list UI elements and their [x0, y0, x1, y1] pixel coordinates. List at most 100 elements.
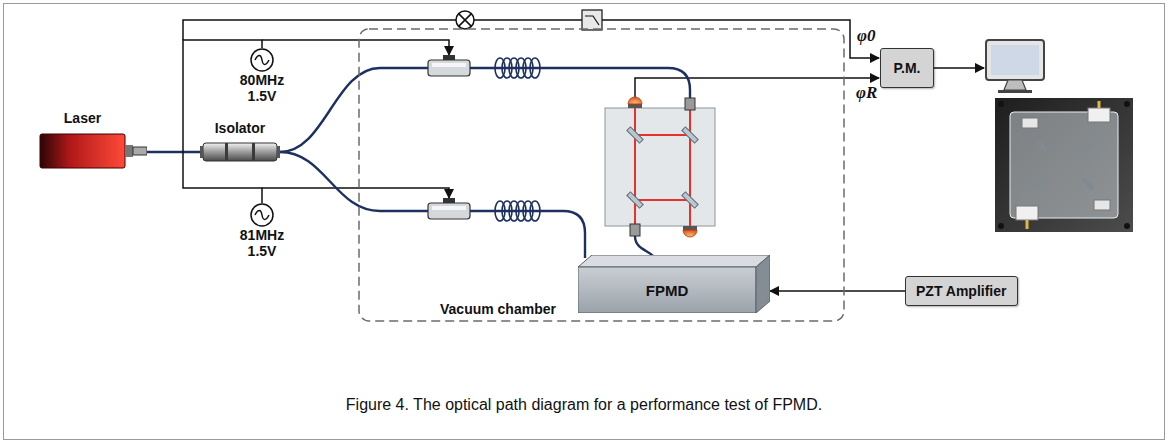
- node-label: FPMD: [578, 267, 756, 313]
- oscillator-symbol: [232, 48, 292, 72]
- oscillator-symbol: [232, 203, 292, 227]
- laser-collimator: [133, 147, 147, 155]
- optical-fiber: [470, 211, 585, 258]
- computer-icon: [998, 90, 1032, 93]
- lowpass-filter: [582, 10, 602, 30]
- device-photo: [1124, 223, 1130, 229]
- node-label: 80MHz 1.5V: [232, 72, 292, 104]
- isolator-band: [225, 143, 228, 161]
- fpmd-block: [578, 267, 756, 313]
- fiber-collimator: [630, 224, 640, 236]
- lowpass-filter: [585, 16, 599, 25]
- beam-splitter: [627, 127, 643, 143]
- interferometer-plate: [605, 108, 715, 226]
- device-photo: [1022, 118, 1038, 128]
- isolator-body: [203, 143, 277, 161]
- optical-fiber: [280, 152, 428, 211]
- computer-icon: [1004, 80, 1026, 90]
- optical-fiber: [147, 151, 200, 153]
- device-photo: [1094, 200, 1110, 210]
- laser-body: [40, 134, 125, 168]
- device-photo: [1124, 101, 1130, 107]
- photodetector: [628, 97, 642, 104]
- chamber-outline: [359, 29, 844, 321]
- optical-isolator: Isolator: [200, 118, 280, 166]
- device-photo: [1082, 140, 1095, 153]
- beam-splitter: [682, 192, 698, 208]
- fiber-coil: [495, 58, 540, 221]
- laser-beam: [635, 106, 690, 228]
- fiber-collimator: [685, 98, 695, 110]
- laser-body: [35, 128, 147, 170]
- photodetector: [628, 104, 642, 108]
- signal-wire: [602, 20, 879, 58]
- signal-wire: [635, 78, 879, 97]
- device-photo: [1016, 206, 1038, 220]
- device-photo: [998, 223, 1004, 229]
- photodetector: [683, 230, 697, 237]
- device-photo: [1010, 112, 1118, 218]
- lowpass-filter: [582, 10, 602, 30]
- laser-beam: [634, 106, 636, 226]
- device-photo: [1088, 108, 1110, 122]
- device-photo: [1027, 101, 1099, 229]
- oscillator-symbol: [255, 211, 269, 220]
- device-photo: [1082, 178, 1095, 191]
- photodetector: [683, 226, 697, 230]
- node-label: P.M.: [894, 60, 921, 76]
- laser-beam: [689, 110, 691, 228]
- signal-wire: [183, 20, 984, 198]
- computer-icon: [986, 40, 1044, 93]
- vacuum-chamber: Vacuum chamberFPMD: [358, 28, 845, 322]
- signal-label: φR: [856, 83, 877, 103]
- laser-collimator: [125, 145, 133, 157]
- laser-source: Laser: [35, 108, 147, 170]
- acousto-optic-modulator: [432, 206, 466, 210]
- laser-beam: [635, 134, 690, 136]
- signal-wire: [934, 67, 984, 69]
- node-label: Isolator: [200, 118, 280, 138]
- node-label: PZT Amplifier: [916, 283, 1007, 299]
- node-label: Laser: [35, 108, 130, 128]
- signal-generator: 80MHz 1.5V: [232, 48, 292, 104]
- signal-generator: 81MHz 1.5V: [232, 203, 292, 259]
- mixer-symbol: [456, 11, 474, 29]
- acousto-optic-modulator: [443, 55, 455, 60]
- device-photo: [995, 98, 1133, 232]
- oscillator-symbol: [255, 56, 269, 65]
- signal-wire: [262, 40, 449, 55]
- mixer-symbol: [456, 11, 474, 29]
- signal-wire: [262, 188, 449, 198]
- fiber-coil: [530, 201, 540, 221]
- signal-wire: [474, 19, 582, 21]
- phasemeter-box: P.M.: [880, 48, 934, 88]
- optical-fiber: [280, 68, 428, 152]
- figure-caption: Figure 4. The optical path diagram for a…: [0, 396, 1168, 414]
- beam-splitter: [627, 192, 643, 208]
- laser-beam: [635, 199, 690, 201]
- isolator-cap: [277, 146, 280, 158]
- acousto-optic-modulator: [443, 198, 455, 203]
- oscillator-symbol: [251, 204, 273, 226]
- photodetector: [628, 97, 697, 237]
- control-wire: [770, 290, 905, 292]
- pzt-amplifier-box: PZT Amplifier: [905, 276, 1018, 306]
- beam-splitter: [682, 127, 698, 143]
- device-photo: [1036, 178, 1049, 191]
- interferometer-plate: [605, 108, 715, 226]
- beam-splitter: [627, 127, 698, 208]
- computer-icon: [986, 40, 1044, 80]
- fiber-coil: [530, 58, 540, 78]
- isolator-cap: [200, 146, 203, 158]
- isolator-body: [200, 138, 280, 166]
- acousto-optic-modulator: [428, 60, 470, 76]
- figure-frame: [4, 4, 1165, 440]
- acousto-optic-modulator: [428, 203, 470, 219]
- device-photo: [998, 101, 1004, 107]
- fpmd-block: [756, 255, 770, 313]
- signal-label: φ0: [857, 26, 875, 46]
- device-photo: [995, 98, 1133, 232]
- acousto-optic-modulator: [432, 63, 466, 67]
